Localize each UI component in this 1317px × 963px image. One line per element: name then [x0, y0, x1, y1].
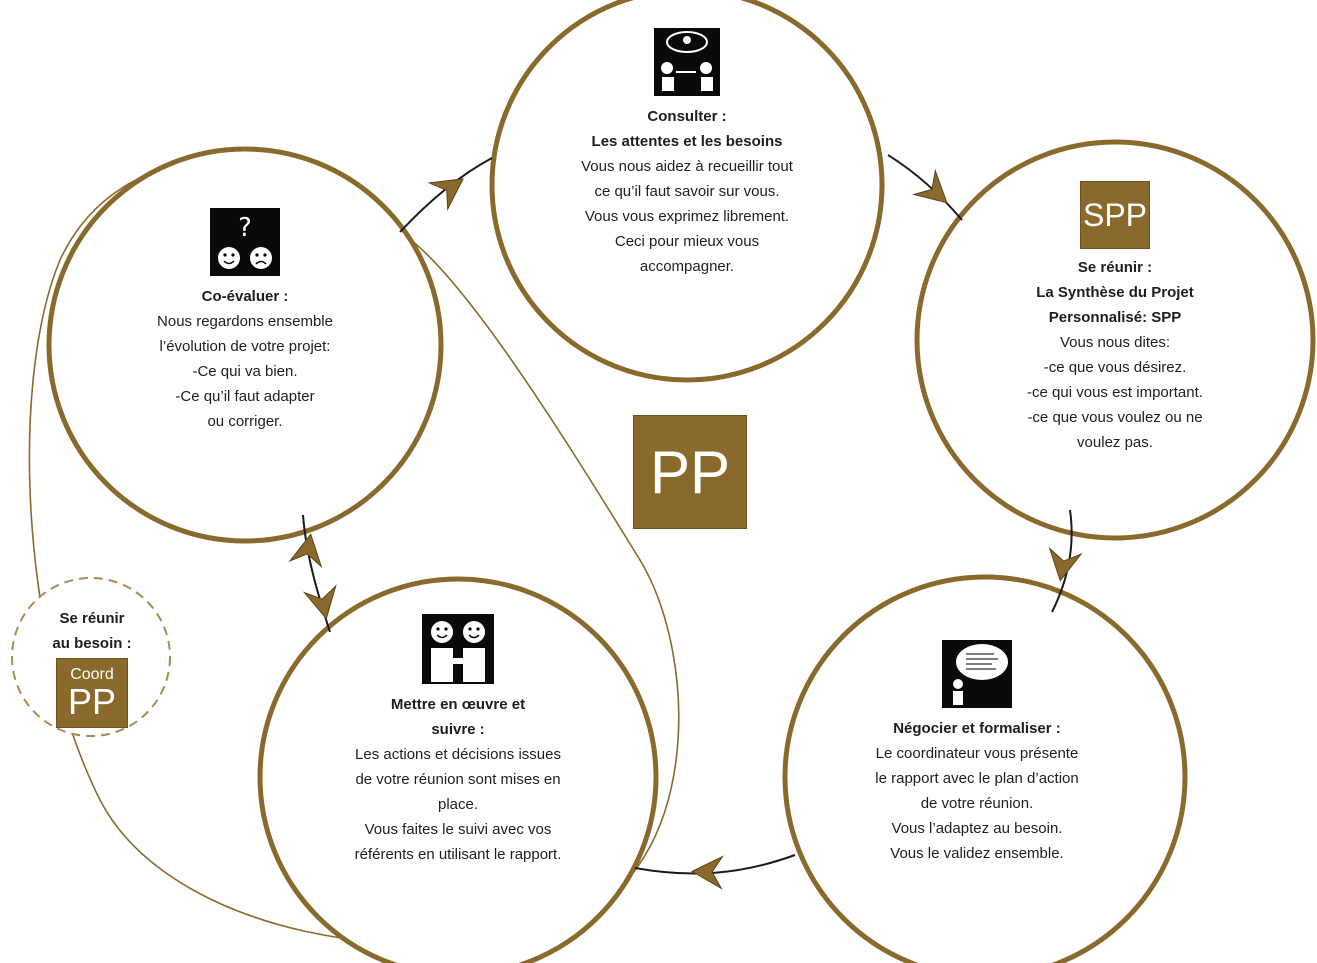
connector-coevaluer-consulter: [399, 157, 493, 233]
coord-pp-badge: Coord PP: [56, 658, 128, 728]
negocier-line: le rapport avec le plan d’action: [875, 770, 1079, 787]
handshake-pictogram-icon: [422, 614, 494, 684]
arrow-to-spp: [911, 168, 948, 204]
mettre-line: référents en utilisant le rapport.: [354, 846, 562, 863]
pp-center-badge: PP: [633, 415, 747, 529]
node-coord: Se réunir au besoin : Coord PP: [10, 578, 174, 736]
coord-title: Se réunir: [59, 610, 125, 627]
mettre-line: Les actions et décisions issues: [355, 746, 561, 763]
spp-badge: SPP: [1080, 181, 1150, 249]
document-review-pictogram-icon: [942, 640, 1012, 708]
arrow-to-mettre: [690, 855, 725, 890]
spp-title: La Synthèse du Projet: [1036, 284, 1194, 301]
consulter-subtitle: Les attentes et les besoins: [591, 133, 783, 150]
arrow-to-negocier: [1048, 546, 1083, 582]
arrow-up-to-coevaluer: [288, 533, 323, 569]
circle-coevaluer: [46, 146, 444, 544]
coevaluer-line: ou corriger.: [207, 413, 283, 430]
mettre-title: suivre :: [431, 721, 485, 738]
consulter-line: Ceci pour mieux vous: [614, 233, 760, 250]
question-faces-pictogram-icon: ?: [210, 208, 280, 276]
negocier-line: Le coordinateur vous présente: [875, 745, 1079, 762]
negocier-line: Vous le validez ensemble.: [890, 845, 1064, 862]
consulter-line: Vous nous aidez à recueillir tout: [581, 158, 793, 175]
connector-mettre-coevaluer: [302, 514, 331, 633]
mettre-title: Mettre en œuvre et: [390, 696, 526, 713]
arrow-to-consulter: [427, 178, 464, 212]
spp-line: -ce que vous voulez ou ne: [1027, 409, 1203, 426]
coevaluer-line: -Ce qu’il faut adapter: [175, 388, 315, 405]
consulter-line: Vous vous exprimez librement.: [584, 208, 790, 225]
coord-badge-small: Coord: [70, 666, 114, 683]
coord-title: au besoin :: [52, 635, 132, 652]
node-coevaluer: ? Co-évaluer : Nous regardons ensemble l…: [95, 208, 395, 434]
mettre-line: de votre réunion sont mises en: [355, 771, 561, 788]
consultation-pictogram-icon: [654, 28, 720, 96]
coevaluer-line: -Ce qui va bien.: [192, 363, 298, 380]
spp-line: voulez pas.: [1077, 434, 1153, 451]
evaluation-loop: [28, 157, 680, 945]
spp-line: Vous nous dites:: [1059, 334, 1171, 351]
node-mettre: Mettre en œuvre et suivre : Les actions …: [308, 614, 608, 867]
connector-consulter-spp: [887, 154, 963, 221]
svg-text:?: ?: [238, 213, 252, 243]
circle-mettre: [257, 576, 659, 963]
negocier-line: Vous l’adaptez au besoin.: [891, 820, 1063, 837]
spp-line: -ce qui vous est important.: [1027, 384, 1203, 401]
circle-spp: [914, 139, 1316, 541]
spp-title: Se réunir :: [1077, 259, 1153, 276]
negocier-title: Négocier et formaliser :: [893, 720, 1061, 737]
coevaluer-line: Nous regardons ensemble: [157, 313, 333, 330]
consulter-line: accompagner.: [639, 258, 735, 275]
mettre-line: Vous faites le suivi avec vos: [364, 821, 552, 838]
node-negocier: Négocier et formaliser : Le coordinateur…: [827, 640, 1127, 866]
consulter-line: ce qu’il faut savoir sur vous.: [594, 183, 780, 200]
node-consulter: Consulter : Les attentes et les besoins …: [537, 28, 837, 279]
circle-coord: [11, 577, 171, 737]
consulter-title: Consulter :: [647, 108, 727, 125]
connector-negocier-mettre: [634, 854, 796, 875]
coevaluer-line: l’évolution de votre projet:: [159, 338, 331, 355]
circle-negocier: [782, 574, 1188, 963]
node-spp: SPP Se réunir : La Synthèse du Projet Pe…: [965, 181, 1265, 455]
negocier-line: de votre réunion.: [920, 795, 1034, 812]
coord-badge-big: PP: [67, 681, 117, 722]
coevaluer-title: Co-évaluer :: [201, 288, 289, 305]
spp-title: Personnalisé: SPP: [1048, 309, 1182, 326]
arrow-down-to-mettre: [302, 584, 337, 620]
mettre-line: place.: [437, 796, 479, 813]
spp-line: -ce que vous désirez.: [1043, 359, 1187, 376]
circle-consulter: [489, 0, 885, 383]
